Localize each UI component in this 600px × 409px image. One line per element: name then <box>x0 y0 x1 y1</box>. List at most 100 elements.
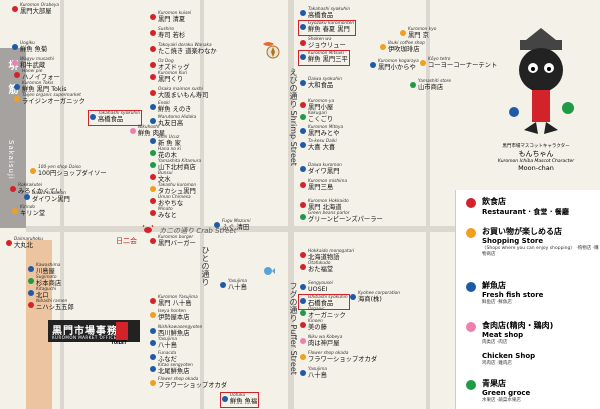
shop-name-en: Kuromon Hokkaido <box>308 199 349 204</box>
side-band-en: Sakaisuji <box>7 140 15 180</box>
road <box>426 0 430 409</box>
shop-name-jp: 伊勢屋本店 <box>158 314 190 322</box>
shop-category-dot <box>150 30 156 36</box>
shop-name-en: Ta-kesu Daiki <box>308 139 337 144</box>
shop-name-en: Uofuku <box>230 393 246 398</box>
shop-name-en: Enoki <box>158 101 170 106</box>
shop-category-dot <box>150 90 156 96</box>
shop-category-dot <box>300 284 306 290</box>
shop-name-jp: UOSEI <box>308 286 328 294</box>
shop-category-dot <box>214 222 220 228</box>
shop-name-en: 100-yen shop Daiso <box>38 165 81 170</box>
shop-name-jp: 和牛武蔵 <box>20 62 46 70</box>
legend-en: Restaurant · 食堂 · 餐廳 <box>482 208 569 216</box>
puffer-icon <box>264 267 275 275</box>
shop-name-en: Daiwa syokuhin <box>308 77 342 82</box>
shop-name-jp: ふなだ <box>158 356 177 364</box>
legend-color-dot <box>466 282 476 292</box>
shop-name-jp: 黒門小屋 <box>308 104 334 112</box>
shop-name-jp: こくごり <box>308 116 334 124</box>
shop-name-jp: 鮮魚 春夏 黒門 <box>308 26 350 34</box>
